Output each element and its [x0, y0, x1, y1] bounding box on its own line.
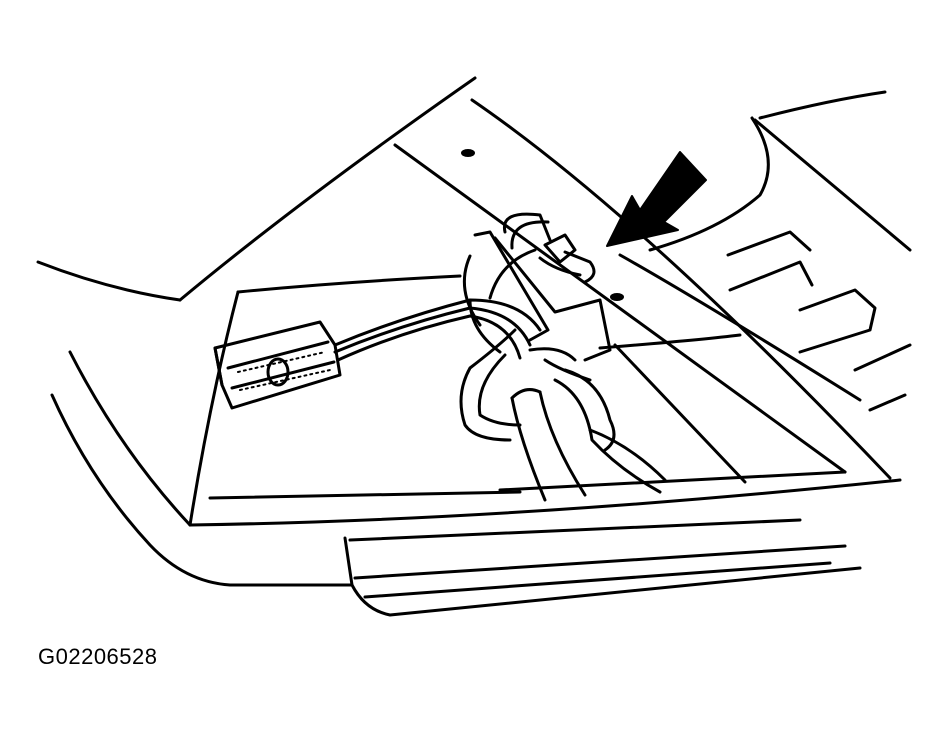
harness-conduit: [510, 368, 667, 502]
figure-id-label: G02206528: [38, 644, 158, 669]
pointer-arrow-icon: [606, 151, 707, 247]
mounting-bracket: [473, 230, 612, 362]
floor-holes: [461, 149, 624, 301]
floor-panel: [188, 98, 902, 527]
sill-plate: [50, 393, 862, 617]
seat-area: [618, 90, 912, 412]
door-panel: [36, 76, 477, 527]
wiring-bundle: [333, 212, 592, 442]
electrical-connector: [213, 320, 342, 410]
